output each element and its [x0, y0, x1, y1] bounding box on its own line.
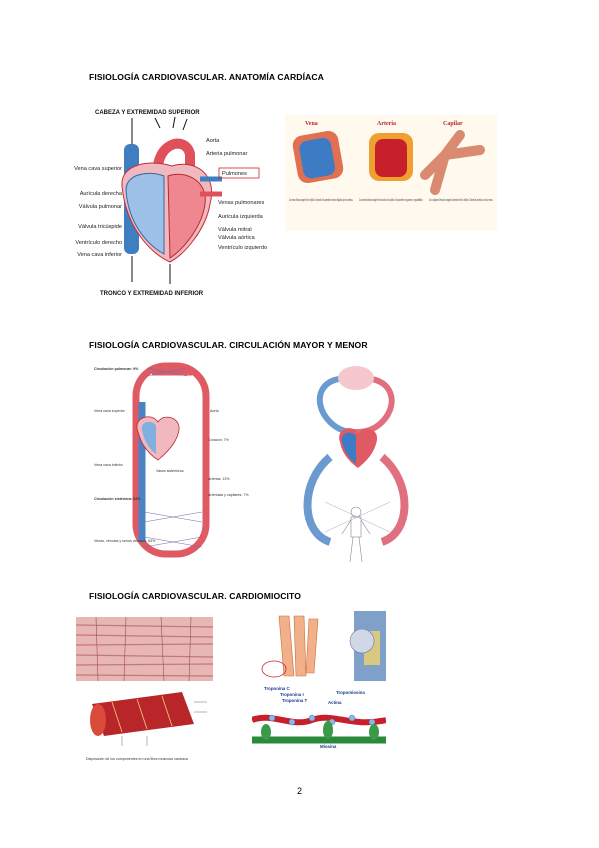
label-ventriculo-izquierdo: Ventrículo izquierdo — [218, 245, 267, 251]
label-valvula-pulmonar: Válvula pulmonar — [79, 204, 122, 210]
label-corazon: Corazón: 7% — [208, 438, 230, 442]
label-circulacion-pulmonar: Circulación pulmonar: 9% — [94, 367, 139, 371]
heart-bottom-label: TRONCO Y EXTREMIDAD INFERIOR — [100, 291, 204, 297]
label-valvula-mitral: Válvula mitral — [218, 227, 252, 233]
vessel-caption-arteria: Las arterias llevan sangre del corazón a… — [359, 198, 423, 202]
label-troponina-c: Troponina C — [264, 686, 290, 691]
thin-filament-diagram: Troponina C Troponina I Troponina T Trop… — [252, 682, 386, 752]
label-vasos-sistemicos: Vasos sistémicos — [156, 469, 184, 473]
label-tropomiosina: Tropomiosina — [336, 690, 365, 695]
label-venas-pulmonares: Venas pulmonares — [218, 200, 265, 206]
label-valvula-aortica: Válvula aórtica — [218, 235, 256, 241]
label-pulmones: Pulmones — [222, 171, 247, 177]
vessel-caption-capilar: Los capilares llevan la sangre al interi… — [429, 198, 493, 202]
cardiac-muscle-micrograph — [76, 617, 213, 681]
myocyte-schematic — [254, 611, 386, 681]
heart-anatomy-diagram: CABEZA Y EXTREMIDAD SUPERIOR TRONCO Y EX… — [74, 110, 267, 297]
vessel-name-vena: Vena — [305, 121, 318, 127]
label-ventriculo-derecho: Ventrículo derecho — [75, 240, 122, 246]
label-arteriolas-capilares: Arteriolas y capilares: 7% — [208, 493, 249, 497]
vessel-caption-vena: Las venas llevan sangre de los tejidos a… — [289, 198, 353, 202]
cardiac-fiber-diagram: Disposición de los componentes en una fi… — [82, 684, 222, 764]
label-miosina: Miosina — [320, 744, 337, 749]
label-arterias: Arterias: 13% — [208, 477, 230, 481]
label-valvula-tricuspide: Válvula tricúspide — [78, 224, 122, 230]
section-title-cardiomiocito: FISIOLOGÍA CARDIOVASCULAR. CARDIOMIOCITO — [89, 591, 301, 601]
label-auricula-derecha: Aurícula derecha — [80, 191, 123, 197]
label-aorta: Aorta — [206, 138, 220, 144]
section-title-circulacion: FISIOLOGÍA CARDIOVASCULAR. CIRCULACIÓN M… — [89, 340, 368, 350]
body-circulation-illustration — [303, 366, 409, 563]
label-vena-cava-inferior-circ: Vena cava inferior — [94, 463, 124, 467]
vessels-figure: Vena Arteria Capilar Las venas llevan sa… — [285, 115, 497, 231]
cardiomyocyte-caption: Disposición de los componentes en una fi… — [86, 757, 188, 761]
label-vena-cava-inferior: Vena cava inferior — [77, 252, 122, 258]
label-troponina-i: Troponina I — [280, 692, 304, 697]
heart-top-label: CABEZA Y EXTREMIDAD SUPERIOR — [95, 110, 200, 116]
label-arteria-pulmonar: Arteria pulmonar — [206, 151, 247, 157]
section-title-anatomia: FISIOLOGÍA CARDIOVASCULAR. ANATOMÍA CARD… — [89, 72, 324, 82]
label-aorta-circ: Aorta — [210, 409, 219, 413]
label-actina: Actina — [328, 700, 342, 705]
circulation-schematic: Circulación pulmonar: 9% Vena cava super… — [94, 362, 249, 558]
label-circulacion-sistemica: Circulación sistémica: 84% — [94, 497, 141, 501]
vessel-name-arteria: Arteria — [377, 121, 396, 127]
label-auricula-izquierda: Aurícula izquierda — [218, 214, 264, 220]
label-venas-venulas: Venas, vénulas y senos venosos: 64% — [94, 539, 156, 543]
page-number: 2 — [296, 786, 302, 796]
label-troponina-t: Troponina T — [282, 698, 307, 703]
label-vena-cava-superior: Vena cava superior — [74, 166, 122, 172]
vessel-name-capilar: Capilar — [443, 121, 463, 127]
label-vena-cava-superior-circ: Vena cava superior — [94, 409, 126, 413]
